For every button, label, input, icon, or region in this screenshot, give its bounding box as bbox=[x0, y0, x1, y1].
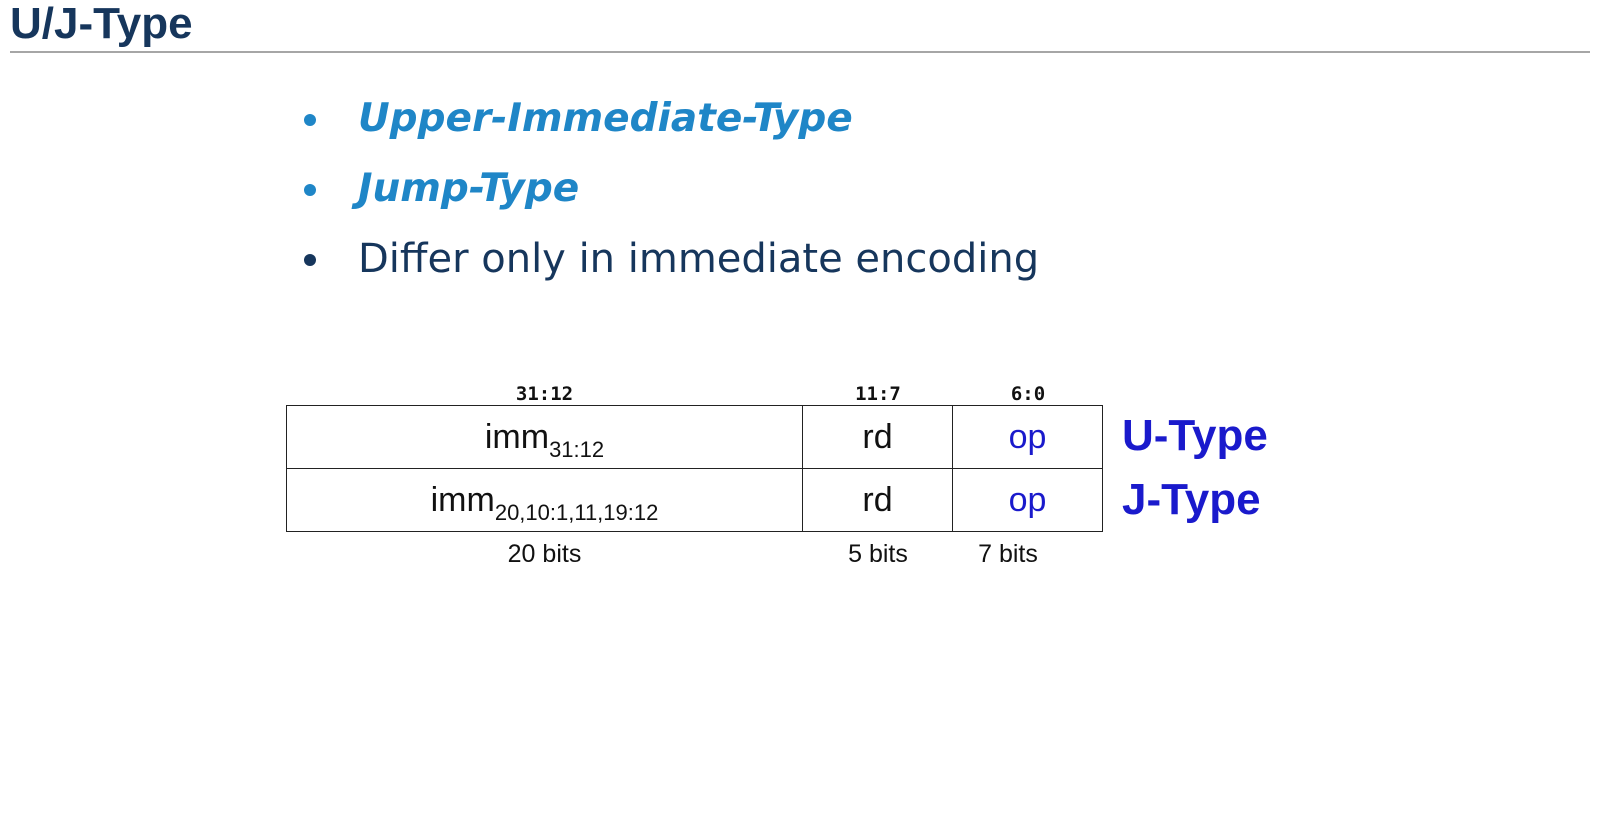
bullet-text: Differ only in immediate encoding bbox=[358, 236, 1040, 282]
imm-base: imm bbox=[430, 480, 495, 519]
imm-base: imm bbox=[484, 417, 550, 456]
title-divider bbox=[10, 51, 1590, 53]
type-label-u: U-Type bbox=[1122, 411, 1268, 460]
bit-range-rd: 11:7 bbox=[855, 383, 901, 405]
rd-field: rd bbox=[802, 468, 953, 532]
page-title: U/J-Type bbox=[10, 0, 193, 48]
width-label-op: 7 bits bbox=[978, 540, 1038, 568]
bullet-text: Jump-Type bbox=[358, 166, 580, 211]
bullet-text: Upper-Immediate-Type bbox=[358, 96, 853, 141]
type-label-j: J-Type bbox=[1122, 475, 1261, 524]
bullet-icon bbox=[304, 184, 316, 196]
encoding-row-j-type: imm20,10:1,11,19:12 rd op bbox=[286, 468, 1103, 532]
op-field: op bbox=[952, 405, 1103, 469]
bullet-icon bbox=[304, 254, 316, 266]
width-label-rd: 5 bits bbox=[848, 540, 908, 568]
rd-field: rd bbox=[802, 405, 953, 469]
encoding-table: imm31:12 rd op imm20,10:1,11,19:12 rd op bbox=[286, 405, 1103, 532]
bullet-icon bbox=[304, 114, 316, 126]
encoding-row-u-type: imm31:12 rd op bbox=[286, 405, 1103, 469]
imm-subscript: 20,10:1,11,19:12 bbox=[494, 499, 659, 525]
bit-range-op: 6:0 bbox=[1010, 383, 1046, 405]
width-label-imm: 20 bits bbox=[507, 540, 582, 568]
op-field: op bbox=[952, 468, 1103, 532]
bit-range-imm: 31:12 bbox=[515, 383, 574, 405]
imm-field: imm20,10:1,11,19:12 bbox=[286, 468, 803, 532]
imm-subscript: 31:12 bbox=[549, 436, 605, 462]
imm-field: imm31:12 bbox=[286, 405, 803, 469]
